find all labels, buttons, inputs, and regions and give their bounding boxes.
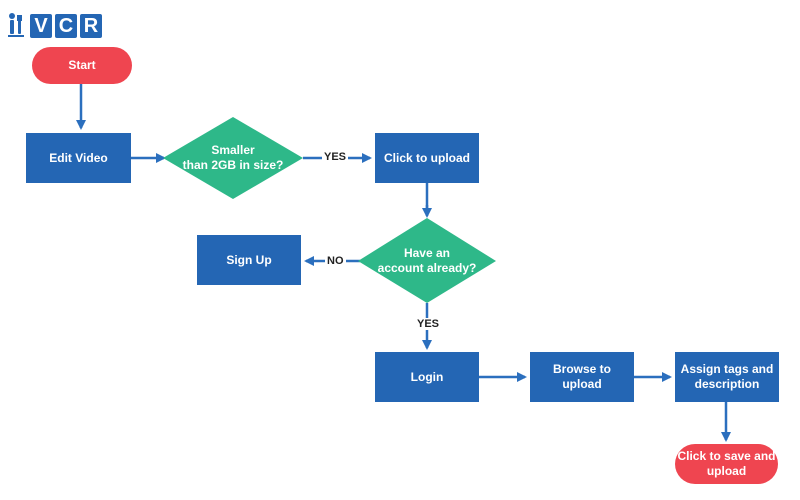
assign-tags-box [675, 352, 779, 402]
sign-up-box [197, 235, 301, 285]
edit-video-box [26, 133, 131, 183]
logo-letter-c: C [55, 14, 77, 38]
browse-box [530, 352, 634, 402]
vcr-logo: V C R [6, 11, 105, 41]
save-upload-terminal [675, 444, 778, 484]
click-upload-box [375, 133, 479, 183]
logo-letter-r: R [80, 14, 102, 38]
start-terminal [32, 47, 132, 84]
yes-label-account: YES [415, 318, 442, 330]
logo-figure-icon [6, 11, 28, 41]
logo-letter-v: V [30, 14, 52, 38]
account-decision-diamond [358, 218, 496, 303]
yes-label-size: YES [322, 151, 349, 163]
no-label-account: NO [325, 255, 346, 267]
login-box [375, 352, 479, 402]
size-decision-diamond [163, 117, 303, 199]
